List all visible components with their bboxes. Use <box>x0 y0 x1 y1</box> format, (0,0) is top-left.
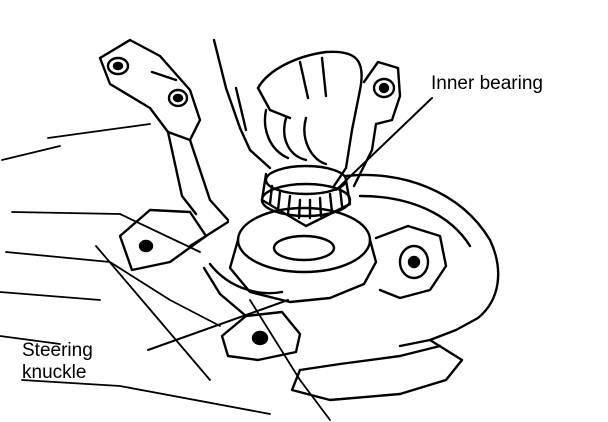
upright-arm-right <box>352 60 402 188</box>
inner-bearing-leader <box>335 97 433 191</box>
steering-knuckle-label-line1: Steering <box>22 340 93 361</box>
steering-knuckle-label-line2: knuckle <box>22 362 87 383</box>
lower-mount-tab <box>202 262 302 362</box>
inner-bearing-label: Inner bearing <box>431 73 543 94</box>
inner-bearing <box>260 164 352 228</box>
left-mount-tab <box>118 208 208 272</box>
upper-arm-bracket <box>98 38 230 222</box>
hand <box>212 38 363 188</box>
leader-lines <box>147 97 433 351</box>
steering-arm-lobe <box>374 224 448 300</box>
steering-knuckle-leader <box>147 299 289 351</box>
steering-knuckle-label: Steering knuckle <box>22 340 93 384</box>
knuckle-hub <box>188 206 378 304</box>
dust-shield <box>290 173 500 402</box>
work-surface <box>0 123 331 421</box>
